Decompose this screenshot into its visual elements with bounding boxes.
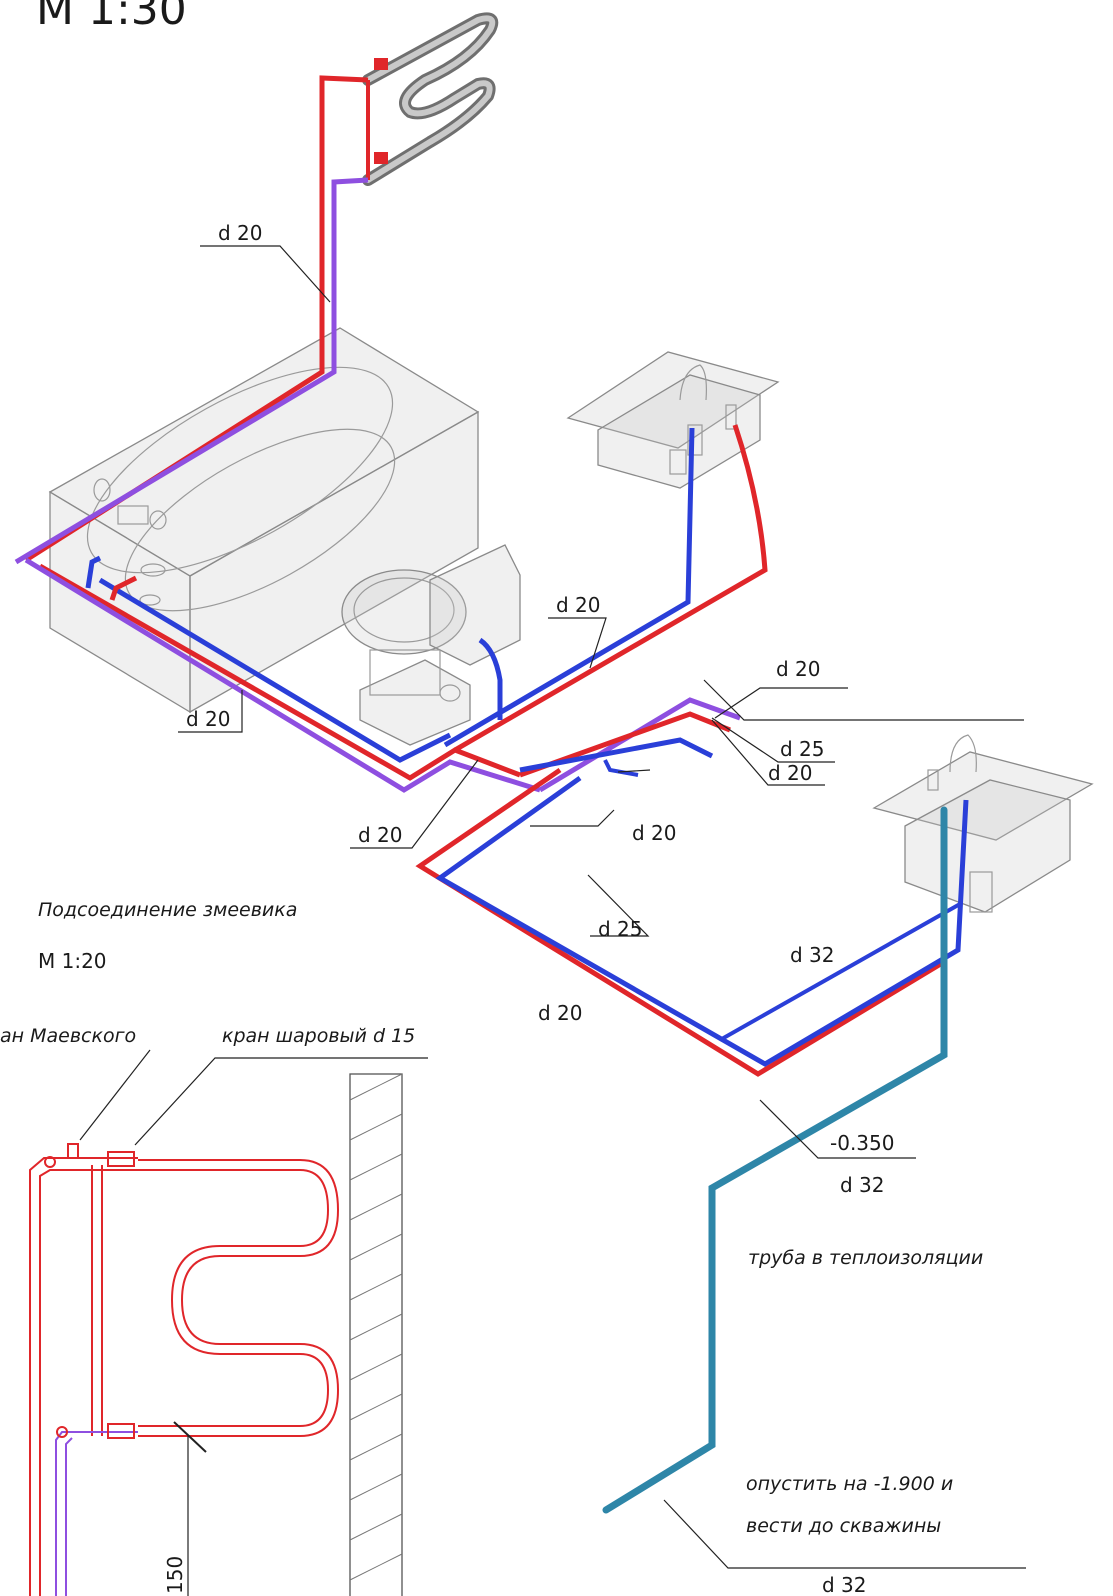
pipe-sink-cold: [443, 427, 695, 748]
scale-title: М 1:30: [36, 0, 187, 35]
towel-rail-coil: [362, 12, 499, 186]
label-sink-d20: d 20: [556, 593, 601, 617]
pipe-toilet-cold: [478, 637, 503, 720]
label-bath-d20: d 20: [186, 707, 231, 731]
label-riser-d20: d 20: [218, 221, 263, 245]
label-lower-1: опустить на -1.900 и: [746, 1473, 953, 1495]
bathtub: [48, 327, 480, 714]
detail-ballvalve-label: кран шаровый d 15: [222, 1025, 415, 1047]
main-cold: [435, 775, 969, 1067]
label-level-d32: d 32: [840, 1173, 885, 1197]
bath-mixer-hot: [109, 575, 138, 601]
label-mid-d32: d 32: [790, 943, 835, 967]
label-right-top-d20: d 20: [776, 657, 821, 681]
detail-dim-150: 150: [163, 1556, 187, 1594]
toilet: [341, 544, 521, 746]
riser-return: [14, 177, 369, 565]
main-hot: [415, 767, 947, 1077]
main-cold-2: [719, 902, 961, 1042]
insulated-pipe: [602, 806, 948, 1514]
label-lower-2: вести до скважины: [746, 1515, 941, 1537]
label-right-low-d20: d 20: [768, 761, 813, 785]
pipe-bath-hot: [38, 563, 521, 781]
label-level: -0.350: [830, 1131, 894, 1155]
label-mid-d20: d 20: [358, 823, 403, 847]
label-bottom-d32: d 32: [822, 1573, 867, 1596]
detail-scale: М 1:20: [38, 949, 107, 973]
upper-sink: [566, 351, 780, 489]
label-right-d25: d 25: [780, 737, 825, 761]
branch-cold: [519, 737, 714, 773]
pipe-sink-hot: [453, 424, 768, 753]
pipe-bath-return: [24, 557, 541, 793]
lower-sink: [872, 734, 1094, 913]
label-center-d20: d 20: [632, 821, 677, 845]
branch-cold-stub: [603, 759, 639, 777]
pipe-bath-cold: [98, 577, 452, 763]
detail-mayevsky-label: ан Маевского: [0, 1025, 136, 1047]
label-bottom-d20: d 20: [538, 1001, 583, 1025]
detail-title: Подсоединение змеевика: [38, 899, 297, 921]
label-bottom-d25: d 25: [598, 917, 643, 941]
label-insulated: труба в теплоизоляции: [748, 1247, 983, 1269]
leaders: [178, 245, 1026, 1569]
bath-mixer-cold: [85, 555, 102, 589]
coil-connection-detail: Подсоединение змеевика М 1:20 ан Маевско…: [0, 899, 428, 1596]
